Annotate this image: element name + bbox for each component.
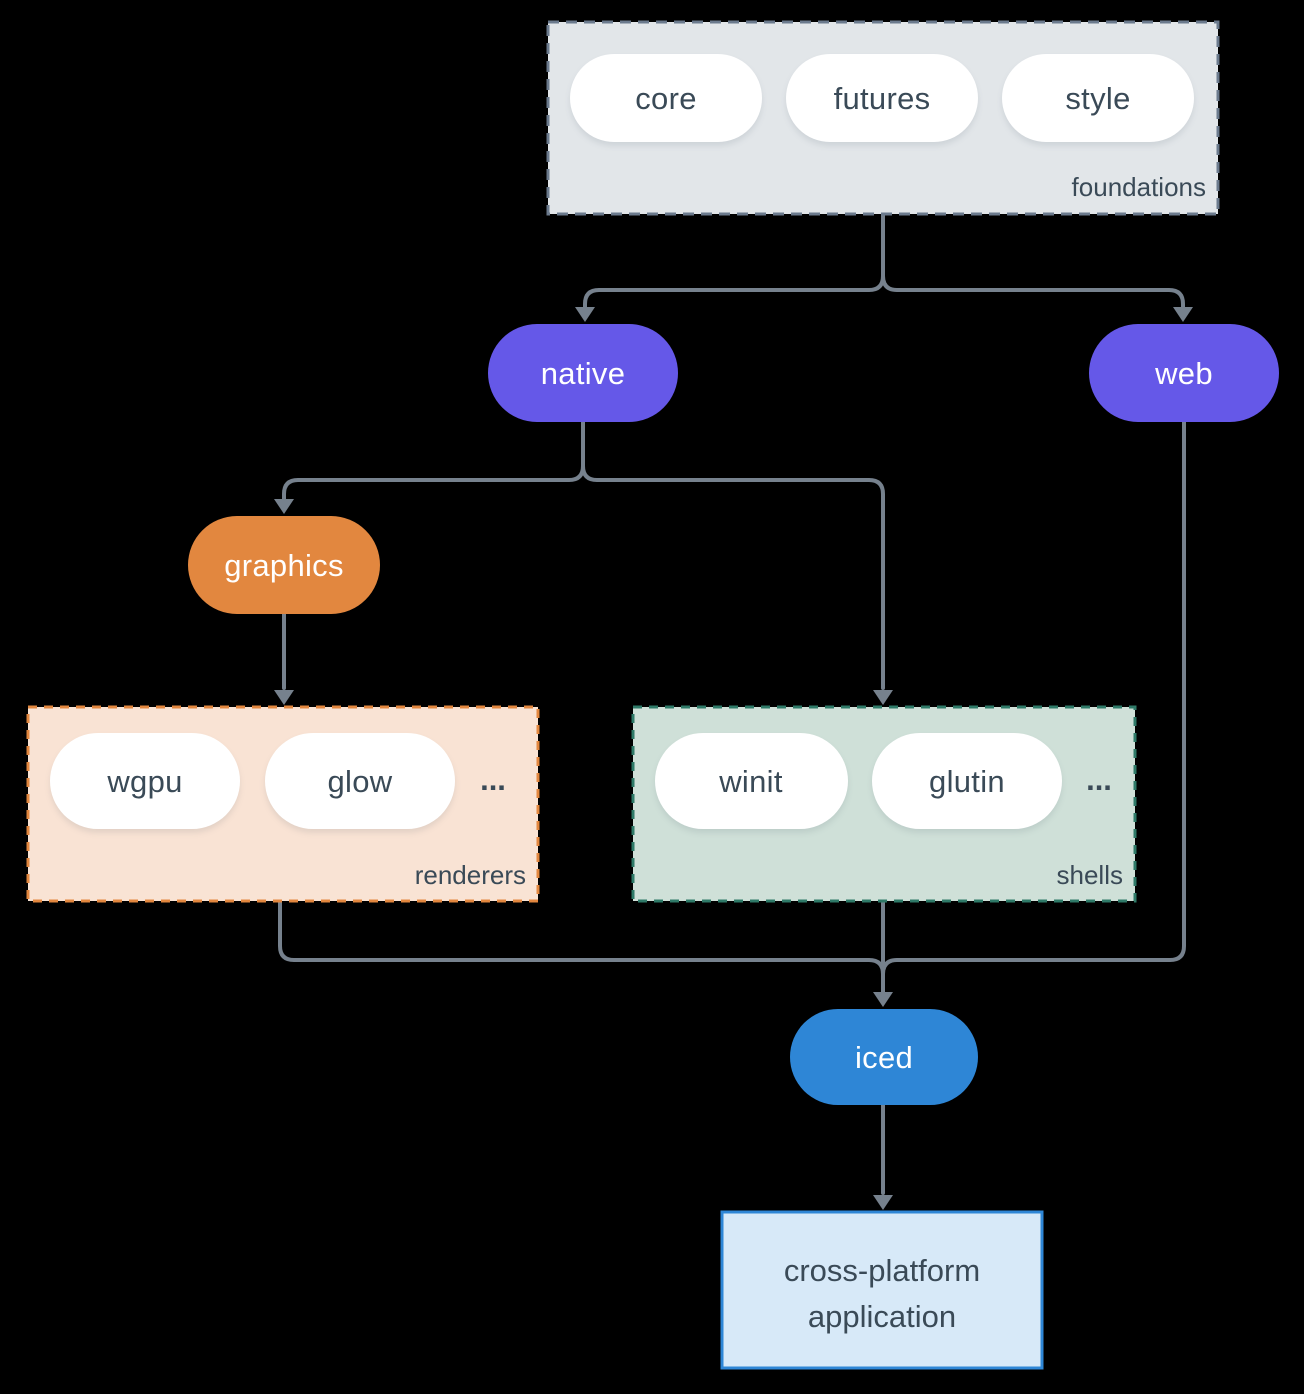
graphics-node-label: graphics: [224, 548, 344, 583]
native-node-label: native: [541, 356, 626, 391]
web-node: [1089, 324, 1279, 422]
application-group: cross-platform application: [720, 1210, 1044, 1370]
application-box: [720, 1210, 1044, 1370]
arrowhead-renderers: [274, 690, 294, 705]
arrowhead-web: [1173, 307, 1193, 322]
style-pill-label: style: [1065, 81, 1130, 116]
iced-node: [790, 1009, 978, 1105]
winit-pill-label: winit: [718, 764, 783, 799]
arrowhead-application: [873, 1195, 893, 1210]
application-label-line1: cross-platform: [784, 1253, 980, 1288]
edge-native-shells: [581, 420, 885, 690]
wgpu-pill: [50, 733, 240, 829]
core-pill: [570, 54, 762, 142]
winit-pill: [655, 733, 848, 829]
arrowhead-iced: [873, 992, 893, 1007]
edge-foundations-web: [881, 212, 1185, 310]
glutin-pill-label: glutin: [929, 764, 1005, 799]
foundations-label: foundations: [1072, 172, 1206, 202]
core-pill-label: core: [635, 81, 697, 116]
renderers-group: wgpu glow ... renderers: [26, 705, 540, 903]
iced-node-label: iced: [855, 1040, 913, 1075]
foundations-group: core futures style foundations: [546, 20, 1220, 216]
application-label-line2: application: [808, 1299, 956, 1334]
wgpu-pill-label: wgpu: [106, 764, 182, 799]
edges: [274, 212, 1193, 1210]
shells-group: winit glutin ... shells: [631, 705, 1137, 903]
glow-pill-label: glow: [328, 764, 393, 799]
style-pill: [1002, 54, 1194, 142]
shells-label: shells: [1057, 860, 1123, 890]
native-node: [488, 324, 678, 422]
arrowhead-graphics: [274, 499, 294, 514]
arrowhead-shells: [873, 690, 893, 705]
renderers-ellipsis: ...: [480, 762, 506, 797]
futures-pill-label: futures: [834, 81, 931, 116]
glow-pill: [265, 733, 455, 829]
graphics-node: [188, 516, 380, 614]
arrowhead-native: [575, 307, 595, 322]
futures-pill: [786, 54, 978, 142]
web-node-label: web: [1154, 356, 1213, 391]
glutin-pill: [872, 733, 1062, 829]
renderers-label: renderers: [415, 860, 526, 890]
shells-ellipsis: ...: [1086, 762, 1112, 797]
